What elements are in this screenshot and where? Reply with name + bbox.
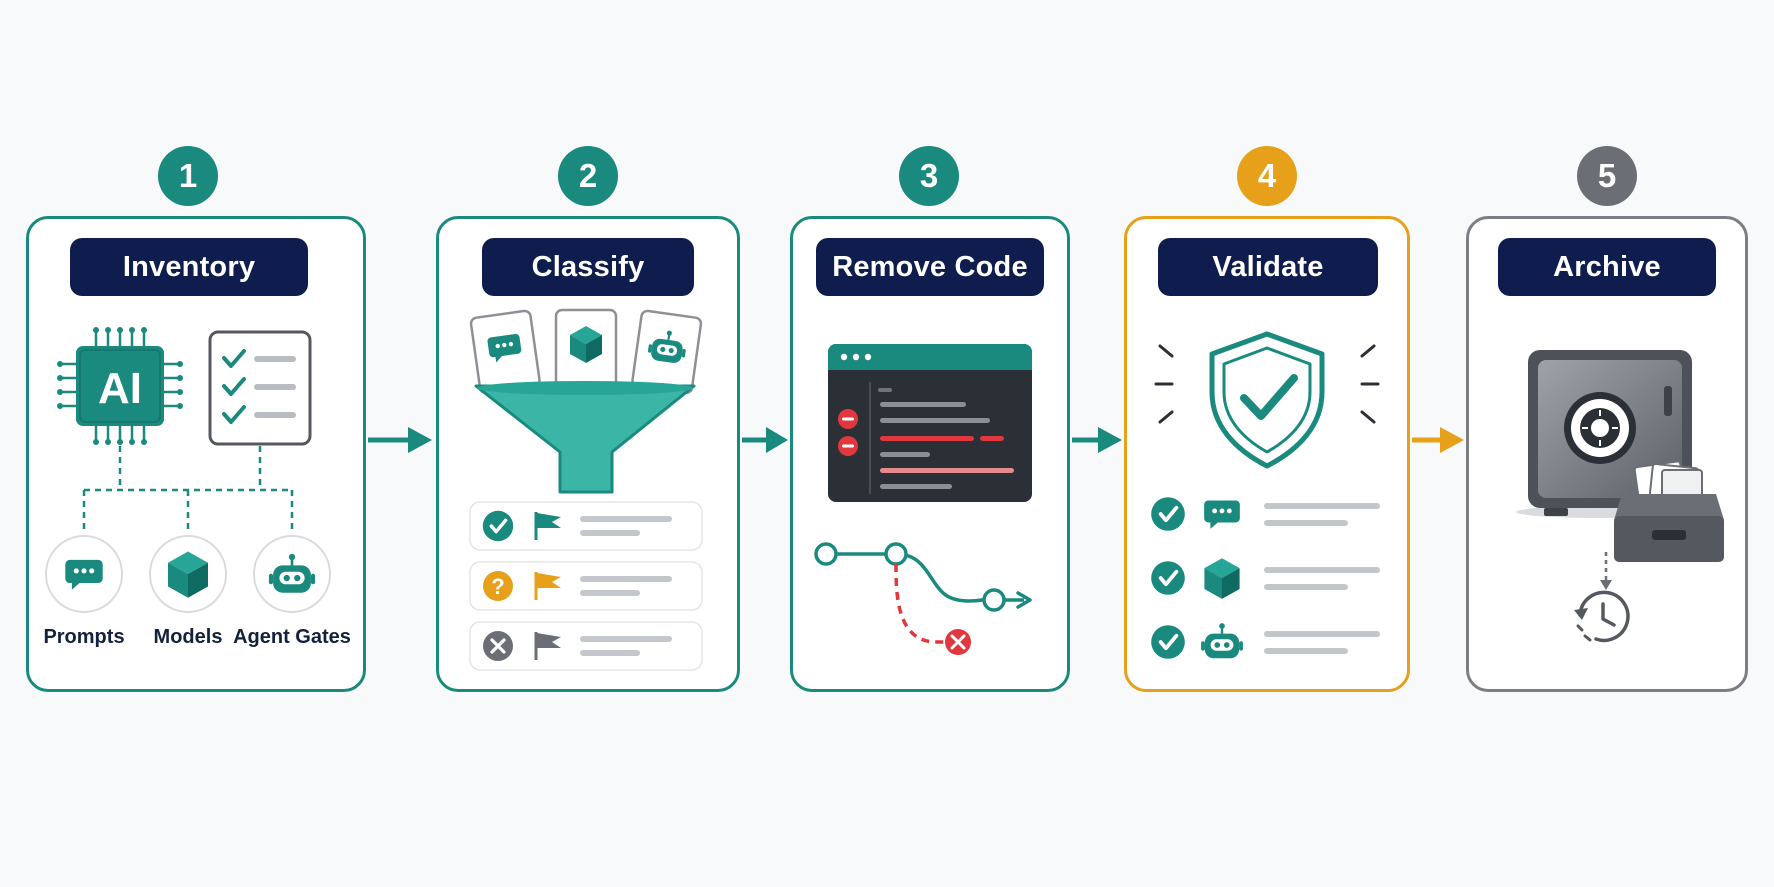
classify-cards-icon xyxy=(469,308,703,395)
step-3-badge: 3 xyxy=(899,146,959,206)
connector-arrows xyxy=(368,427,1464,453)
models-label: Models xyxy=(153,626,223,648)
funnel-icon xyxy=(474,381,696,494)
step-4-title: Validate xyxy=(1158,238,1378,296)
ai-chip-icon: AI xyxy=(57,327,183,445)
shield-check-icon xyxy=(1154,331,1380,469)
classify-row-review: ? xyxy=(469,561,703,611)
checklist-icon xyxy=(208,330,312,446)
agent-gates-label: Agent Gates xyxy=(233,626,351,648)
validate-row-prompts xyxy=(1149,495,1380,533)
step-1-title: Inventory xyxy=(70,238,308,296)
step-1-badge: 1 xyxy=(158,146,218,206)
agent-gates-icon xyxy=(253,535,331,613)
dashed-down-arrow xyxy=(1600,552,1612,590)
prompts-icon xyxy=(45,535,123,613)
classify-row-approved xyxy=(469,501,703,551)
step-2-badge: 2 xyxy=(558,146,618,206)
chip-label: AI xyxy=(98,364,142,413)
models-icon xyxy=(149,535,227,613)
step-5-badge: 5 xyxy=(1577,146,1637,206)
file-box-icon xyxy=(1614,460,1724,562)
step-5-title: Archive xyxy=(1498,238,1716,296)
classify-row-rejected xyxy=(469,621,703,671)
branch-flow-icon xyxy=(814,542,1032,655)
history-clock-icon xyxy=(1574,590,1630,643)
prompts-label: Prompts xyxy=(43,626,125,648)
tree-connectors xyxy=(82,446,294,534)
step-2-title: Classify xyxy=(482,238,694,296)
svg-text:?: ? xyxy=(491,574,504,599)
code-editor-icon xyxy=(828,344,1032,502)
step-3-title: Remove Code xyxy=(816,238,1044,296)
validate-row-agent-gates xyxy=(1149,621,1380,661)
step-4-badge: 4 xyxy=(1237,146,1297,206)
validate-row-models xyxy=(1149,558,1380,599)
